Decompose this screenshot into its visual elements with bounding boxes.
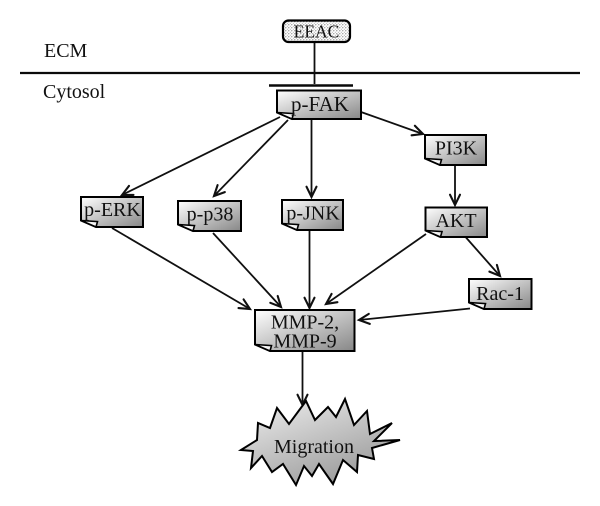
edge-akt-to-rac1 (465, 236, 502, 278)
edge-pfak-to-pi3k (360, 111, 426, 137)
rac1-node-label: Rac-1 (476, 283, 524, 305)
pfak-node-label: p-FAK (291, 92, 349, 116)
pi3k-box-shape (424, 134, 487, 166)
eeac-box-shape (281, 19, 352, 44)
rac1-box-shape (468, 278, 533, 310)
pjnk-node-label: p-JNK (286, 203, 340, 225)
folded-corner-icon (254, 343, 273, 353)
node-pfak: p-FAK (276, 89, 362, 121)
edge-perk-to-mmp-line (111, 227, 251, 310)
arrowhead-icon (212, 184, 226, 198)
edge-pfak-to-perk-line (121, 116, 281, 196)
edge-rac1-to-mmp-line (358, 307, 471, 321)
mmp-box-shape (254, 309, 356, 352)
node-pi3k: PI3K (424, 134, 487, 167)
edge-pi3k-to-akt (448, 166, 462, 208)
edge-pjnk-to-mmp (303, 231, 316, 311)
edge-akt-to-mmp-line (325, 233, 427, 305)
migration-starburst-shape (237, 396, 401, 488)
arrowhead-icon (237, 298, 253, 311)
ecm-label: ECM (44, 40, 88, 62)
akt-box-shape (424, 206, 488, 238)
node-migration: Migration (237, 396, 401, 488)
edge-pp38-to-mmp (212, 232, 283, 309)
cytosol-label: Cytosol (43, 81, 106, 103)
arrowhead-icon (488, 263, 502, 278)
pi3k-node-label: PI3K (435, 138, 478, 160)
arrowhead-icon (356, 312, 371, 325)
folded-corner-icon (424, 157, 443, 167)
node-pp38: p-p38 (177, 200, 242, 233)
node-mmp: MMP-2, MMP-9 (254, 309, 356, 353)
edge-pfak-to-perk (119, 116, 281, 197)
perk-node-label: p-ERK (84, 199, 141, 221)
pp38-node-label: p-p38 (187, 204, 234, 226)
edge-rac1-to-mmp (356, 307, 471, 325)
folded-corner-icon (281, 222, 300, 232)
perk-box-shape (80, 196, 144, 228)
edge-akt-to-rac1-line (465, 236, 501, 277)
edge-akt-to-mmp (324, 233, 427, 306)
edge-pp38-to-mmp-line (212, 232, 282, 308)
arrowhead-icon (305, 185, 318, 200)
eeac-node-label: EEAC (294, 22, 340, 42)
arrowhead-icon (448, 193, 462, 208)
pjnk-box-shape (281, 199, 344, 231)
node-akt: AKT (424, 206, 488, 239)
pfak-box-shape (276, 89, 362, 120)
edge-pfak-to-pp38-line (213, 119, 289, 197)
arrowhead-icon (303, 296, 316, 311)
folded-corner-icon (80, 219, 99, 229)
edge-pfak-to-pi3k-line (360, 111, 424, 135)
edge-perk-to-mmp (111, 227, 253, 311)
node-rac1: Rac-1 (468, 278, 533, 311)
arrowhead-icon (324, 292, 339, 306)
folded-corner-icon (468, 301, 487, 311)
folded-corner-icon (276, 111, 295, 121)
node-eeac: EEAC (281, 19, 352, 44)
edge-pfak-to-pjnk (305, 120, 318, 200)
arrowhead-icon (410, 124, 426, 137)
folded-corner-icon (425, 229, 444, 239)
migration-node-label: Migration (274, 436, 354, 458)
folded-corner-icon (177, 223, 196, 233)
node-pjnk: p-JNK (281, 199, 344, 232)
mmp-node-label-line1: MMP-2, (271, 312, 339, 334)
pp38-box-shape (177, 200, 242, 232)
arrowhead-icon (269, 294, 283, 309)
mmp-node-label-line2: MMP-9 (273, 331, 336, 353)
edge-pfak-to-pp38 (212, 119, 289, 198)
arrowhead-icon (119, 184, 135, 197)
node-perk: p-ERK (80, 196, 144, 229)
akt-node-label: AKT (435, 210, 476, 232)
